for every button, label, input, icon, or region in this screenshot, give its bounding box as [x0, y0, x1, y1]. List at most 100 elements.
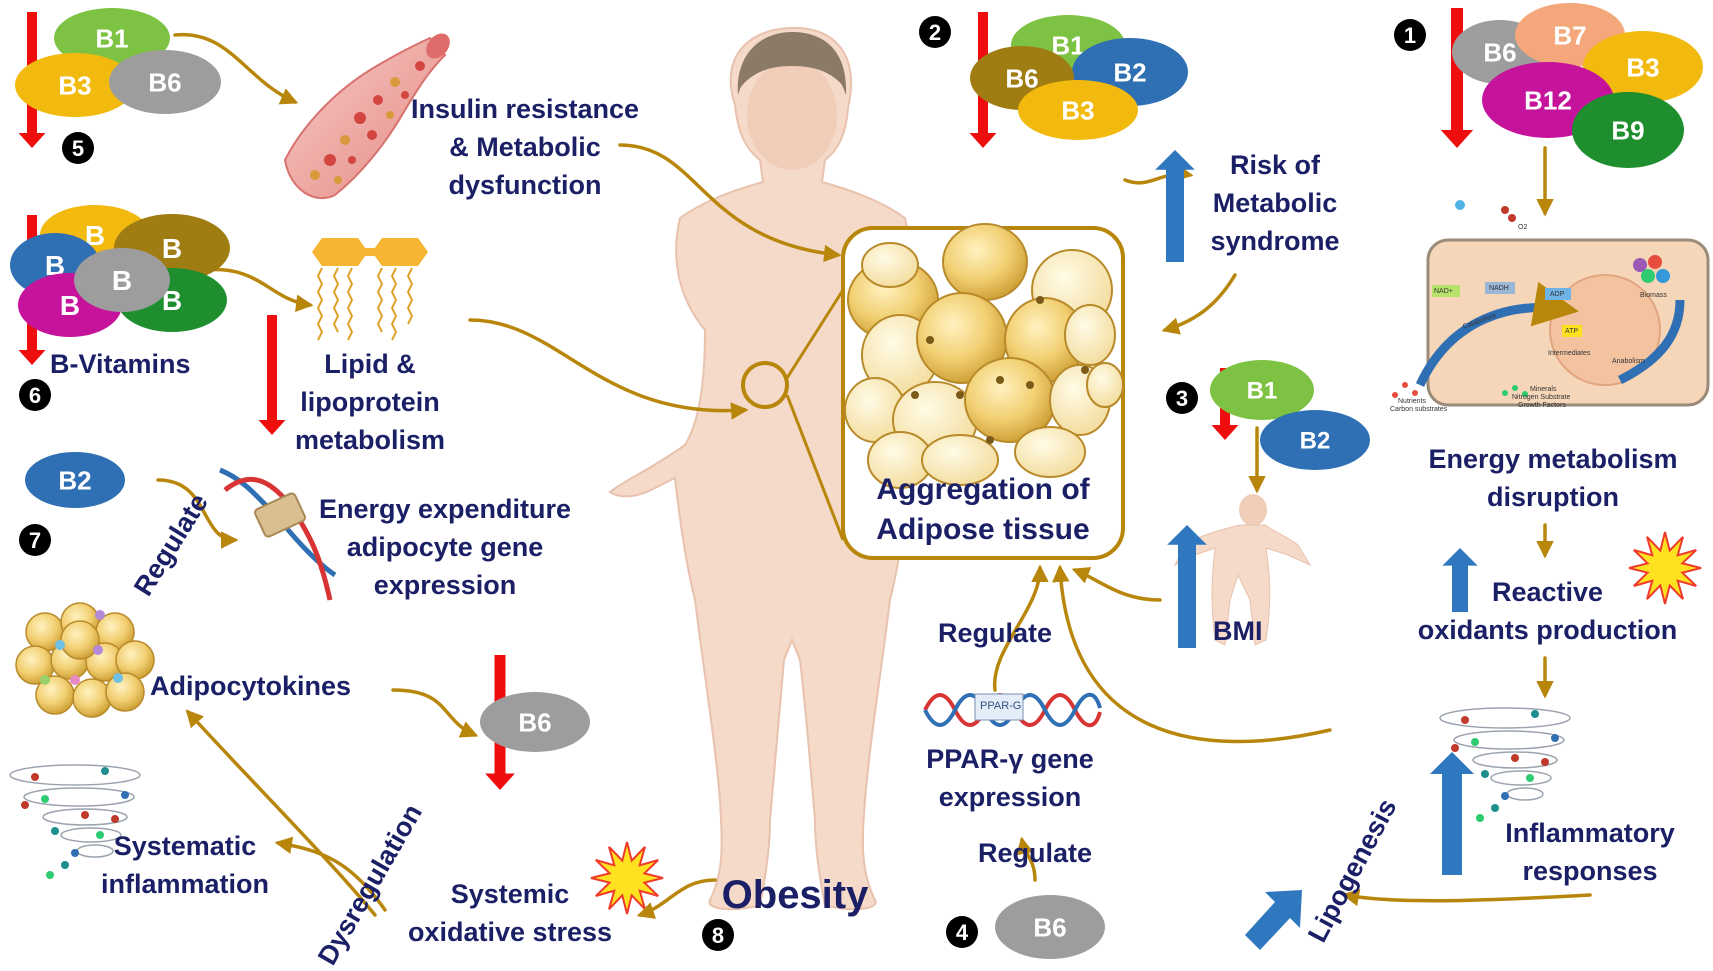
cell-metabolism-image	[1392, 200, 1710, 407]
cell-o2-label: O2	[1518, 224, 1528, 231]
step-badge-5: 5	[62, 132, 94, 164]
cell-atp-label: ATP	[1565, 328, 1579, 335]
vitamin-oval-b6: B6	[109, 50, 221, 114]
tornado-particle	[1471, 738, 1479, 746]
vitamin-oval-label: B1	[95, 23, 128, 53]
cell-carbon-label: Carbon substrates	[1390, 406, 1448, 413]
tornado-particle	[81, 811, 89, 819]
vitamin-oval-label: B9	[1611, 115, 1644, 145]
cluster-immune-cell	[113, 673, 123, 683]
ppar-line1: PPAR-γ gene	[926, 744, 1094, 774]
vitamin-oval-b6: B6	[995, 895, 1105, 959]
step-badge-8: 8	[702, 919, 734, 951]
systemic-oxidative-stress-label: Systemic oxidative stress	[385, 875, 635, 951]
vitamin-oval-label: B12	[1524, 85, 1572, 115]
vitamin-oval-label: B	[45, 250, 65, 281]
adipose-title-line1: Aggregation of	[876, 473, 1090, 506]
tornado-particle	[1551, 734, 1559, 742]
step-badge-number: 2	[929, 20, 941, 45]
cluster-fat-cell	[72, 678, 112, 718]
vitamin-oval-label: B	[162, 285, 182, 316]
lipid-molecule-image	[312, 238, 428, 341]
tornado-particle	[21, 801, 29, 809]
arrow-dysreg-to-adipocytokines	[185, 709, 377, 917]
step-badge-7: 7	[19, 524, 51, 556]
increase-arrow	[1167, 525, 1207, 648]
adipose-title: Aggregation of Adipose tissue	[858, 470, 1108, 550]
fat-cell	[921, 434, 999, 486]
fat-cell-nucleus	[911, 391, 919, 399]
increase-arrow	[1155, 150, 1195, 262]
increase-arrow	[1442, 548, 1478, 612]
tornado-ring	[1472, 751, 1558, 769]
insulin-line1: Insulin resistance	[410, 94, 640, 124]
tornado-ring	[42, 808, 128, 826]
lipid-metabolism-label: Lipid & lipoprotein metabolism	[280, 345, 460, 459]
zoom-circle	[741, 361, 789, 409]
tornado-ring	[1506, 787, 1544, 801]
cell-anabolism-label: Anabolism	[1612, 358, 1645, 365]
arrow-obesity-to-oxidative	[636, 878, 717, 919]
inflammatory-responses-label: Inflammatory responses	[1470, 814, 1710, 890]
tornado-particle	[31, 773, 39, 781]
fat-cell	[942, 223, 1028, 301]
arrow-vit5-to-vessel	[173, 33, 299, 105]
fat-cell	[1086, 362, 1124, 408]
tornado-particle	[1461, 716, 1469, 724]
tornado-particle	[1476, 814, 1484, 822]
tornado-particle	[1451, 744, 1459, 752]
connector-arrows	[156, 33, 1592, 919]
step-badge-number: 1	[1404, 23, 1416, 48]
zoom-line-top	[785, 289, 845, 379]
adipocyte-cluster-image	[15, 602, 155, 718]
arrow-dysreg-to-inflammation	[274, 836, 387, 912]
sys-ox-line2: oxidative stress	[407, 917, 613, 947]
ppar-dna-image	[923, 692, 1102, 728]
lipid-line1: Lipid &	[324, 349, 416, 379]
arrow-insulin-to-adipose	[618, 143, 842, 263]
lipid-line2: lipoprotein	[300, 387, 440, 417]
vitamin-oval-label: B6	[1005, 63, 1038, 93]
vitamin-oval-b6: B6	[480, 692, 590, 752]
increase-arrow	[1430, 752, 1474, 875]
cell-nutrients-label: Nutrients	[1398, 398, 1427, 405]
tornado-ring	[1453, 730, 1565, 750]
risk-line3: syndrome	[1210, 226, 1340, 256]
cluster-immune-cell	[40, 675, 50, 685]
inflam-resp-line2: responses	[1522, 856, 1658, 886]
sys-ox-line1: Systemic	[450, 879, 570, 909]
tornado-particle	[1491, 804, 1499, 812]
step-badge-number: 6	[29, 383, 41, 408]
ppar-dna-tag: PPAR-G	[980, 700, 1022, 712]
adipocytokines-label: Adipocytokines	[150, 671, 352, 701]
vitamin-oval-b3: B3	[1583, 31, 1703, 103]
decrease-arrow	[1440, 8, 1474, 148]
vitamin-oval-b1: B1	[1210, 360, 1314, 420]
vitamin-oval-b2: B2	[1260, 410, 1370, 470]
vitamin-oval-label: B7	[1553, 20, 1586, 50]
cluster-immune-cell	[55, 640, 65, 650]
cluster-immune-cell	[95, 610, 105, 620]
arrow-lipid-to-adipose	[468, 318, 749, 420]
tornado-ring	[1439, 707, 1571, 729]
lipid-line3: metabolism	[294, 425, 446, 455]
vitamin-oval-label: B6	[518, 707, 551, 737]
tornado-ring	[9, 764, 141, 786]
vitamin-oval-label: B3	[1626, 52, 1659, 82]
vitamin-oval-label: B	[85, 220, 105, 251]
vitamin-oval-b3: B3	[15, 53, 135, 117]
step-badge-2: 2	[919, 16, 951, 48]
vitamin-oval-b9: B9	[1572, 92, 1684, 168]
risk-metabolic-syndrome-label: Risk of Metabolic syndrome	[1185, 146, 1365, 260]
oxidative-burst-icon	[1628, 531, 1702, 605]
arrow-b6-to-ppar	[1016, 836, 1037, 882]
inflammatory-tornado-icon	[1439, 707, 1571, 822]
cell-nitrogen-label: Nitrogen Substrate	[1512, 394, 1571, 401]
vitamin-oval-label: B3	[58, 70, 91, 100]
tornado-particle	[111, 815, 119, 823]
increase-arrows	[1155, 150, 1478, 950]
bmi-label: BMI	[1213, 616, 1263, 646]
step-badge-1: 1	[1394, 19, 1426, 51]
